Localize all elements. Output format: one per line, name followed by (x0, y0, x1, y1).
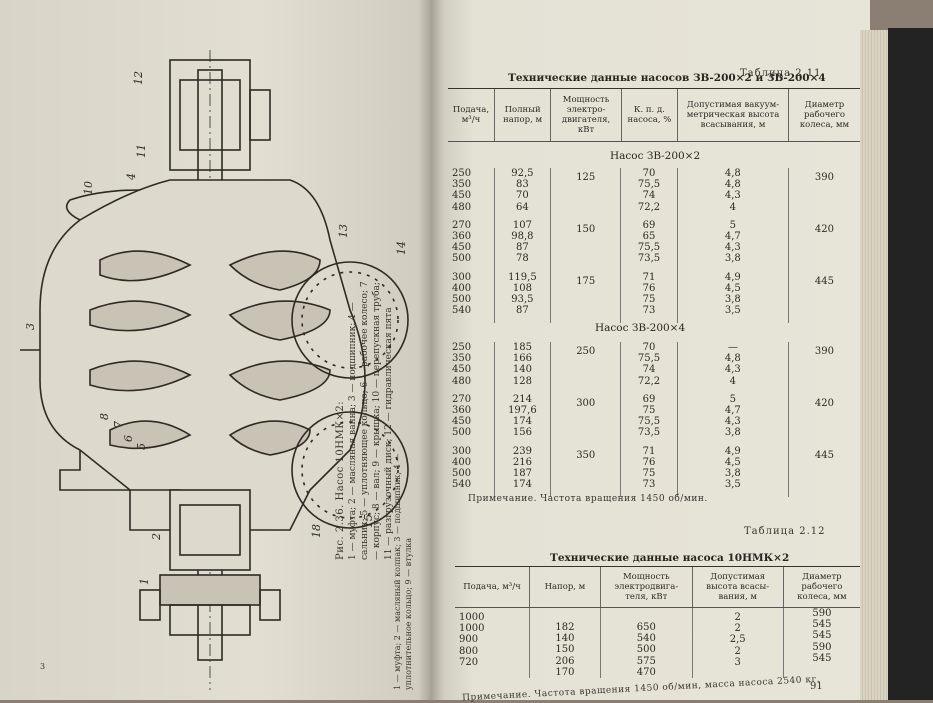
table-cell-p: 175 (550, 271, 621, 324)
table-header: Диаметр рабочего колеса, мм (788, 88, 860, 142)
table-cell-p: 300 (550, 393, 621, 446)
table-cell-q: 270 360 450 500 (452, 219, 472, 265)
table-header: Полный напор, м (493, 88, 551, 142)
table-cell-h: 119,5 108 93,5 87 (493, 271, 551, 324)
table-cell-q: 270 360 450 500 (452, 393, 472, 439)
figure-caption-title: Рис. 2.36. Насос 10НМК×2: (335, 400, 346, 560)
callout-label: 8 (98, 413, 111, 420)
cell-flow: 1000 1000 900 800 720 (459, 612, 485, 668)
table-cell-vac: — 4,8 4,3 4 (676, 342, 789, 394)
table-2-11-label: Таблица 2.11 (740, 68, 822, 79)
table-header: К. п. д. насоса, % (620, 88, 678, 142)
table-cell-eff: 69 75 75,5 73,5 (620, 393, 678, 446)
table-cell-d: 390 (787, 168, 860, 220)
table-header: Напор, м (528, 566, 601, 608)
figure-caption: Рис. 2.36. Насос 10НМК×2: 1 — муфта; 2 —… (335, 270, 395, 560)
table-cell-h: 239 216 187 174 (493, 445, 551, 498)
table-cell-vac: 5 4,7 4,3 3,8 (676, 393, 789, 446)
table-2-12: Подача, м³/ч Напор, м Мощность электродв… (455, 566, 860, 679)
table-header: Мощность электродвига-теля, кВт (599, 566, 693, 608)
callout-label: 6 (122, 435, 135, 442)
callout-label: 18 (310, 524, 323, 538)
table-cell-p: 350 (550, 445, 621, 498)
table-cell-p: 250 (550, 342, 621, 394)
page-number: 91 (810, 681, 823, 692)
table-header: Мощность электро-двигателя, кВт (550, 88, 622, 142)
table-cell-vac: 4,8 4,8 4,3 4 (676, 168, 789, 220)
table-header: Допустимая вакуум-метрическая высота вса… (677, 88, 789, 142)
table-cell-d: 445 (787, 445, 860, 498)
table-cell-vac: 5 4,7 4,3 3,8 (676, 219, 789, 272)
cell-diameter: 590 545 545 590 545 (782, 607, 860, 679)
table-header: Диаметр рабочего колеса, мм (782, 566, 860, 608)
table-cell-eff: 70 75,5 74 72,2 (620, 342, 678, 394)
table-cell-h: 92,5 83 70 64 (493, 168, 551, 220)
callout-label: 13 (337, 224, 350, 238)
page-edges (860, 30, 890, 700)
table-header: Подача, м³/ч (448, 88, 495, 142)
book-spine-shadow (418, 0, 444, 700)
table-cell-q: 250 350 450 480 (452, 168, 472, 213)
table-2-12-title: Технические данные насоса 10НМК×2 (550, 552, 790, 564)
table-2-11: Подача, м³/ч Полный напор, м Мощность эл… (448, 88, 860, 142)
table-cell-p: 150 (550, 219, 621, 272)
table-cell-d: 445 (787, 271, 860, 324)
table-cell-h: 185 166 140 128 (493, 342, 551, 394)
table-cell-vac: 4,9 4,5 3,8 3,5 (676, 271, 789, 324)
group-label-3v-200x4: Насос ЗВ-200×4 (595, 322, 686, 334)
book-cover-edge (888, 28, 933, 700)
callout-label: 14 (395, 241, 408, 255)
table-cell-h: 214 197,6 174 156 (493, 393, 551, 446)
table-cell-p: 125 (550, 168, 621, 220)
callout-label: 7 (112, 421, 125, 428)
callout-label: 5 (135, 443, 148, 450)
table-cell-eff: 71 76 75 73 (620, 271, 678, 324)
table-header: Допустимая высота всасы-вания, м (691, 566, 784, 608)
callout-label: 10 (82, 181, 95, 195)
cell-power: 650 540 500 575 470 (599, 607, 693, 679)
figure-caption-text: 1 — муфта; 2 — масляная ванна; 3 — подши… (348, 281, 394, 560)
pump-cross-section-drawing: 12 4 11 10 3 13 14 8 7 6 5 2 1 18 15 (20, 50, 409, 690)
table-cell-h: 107 98,8 87 78 (493, 219, 551, 272)
callout-label: 11 (135, 144, 148, 158)
table-row: 1000 1000 900 800 720 182 140 150 206 17… (455, 607, 860, 679)
cell-suction: 2 2 2,5 2 3 (691, 607, 784, 679)
table-2-11-note: Примечание. Частота вращения 1450 об/мин… (468, 494, 708, 504)
table-header: Подача, м³/ч (455, 566, 530, 608)
callout-label: 4 (125, 173, 138, 181)
group-label-3v-200x2: Насос ЗВ-200×2 (610, 150, 701, 162)
callout-label: 1 (138, 578, 151, 585)
callout-label: 3 (24, 323, 37, 330)
table-2-12-label: Таблица 2.12 (744, 526, 826, 537)
cell-head: 182 140 150 206 170 (528, 607, 601, 679)
table-cell-d: 420 (787, 393, 860, 446)
table-cell-q: 300 400 500 540 (452, 445, 472, 491)
table-cell-q: 300 400 500 540 (452, 271, 472, 317)
callout-label: 15 (362, 514, 375, 528)
figure-side-note: 1 — муфта; 2 — масляный колпак; 3 — подш… (393, 453, 413, 690)
callout-label: 12 (132, 71, 145, 85)
table-cell-eff: 69 65 75,5 73,5 (620, 219, 678, 272)
table-2-11-title: Технические данные насосов ЗВ-200×2 и ЗВ… (508, 72, 826, 84)
callout-label: 2 (150, 533, 163, 541)
table-cell-q: 250 350 450 480 (452, 342, 472, 387)
table-cell-d: 420 (787, 219, 860, 272)
table-cell-d: 390 (787, 342, 860, 394)
table-cell-eff: 70 75,5 74 72,2 (620, 168, 678, 220)
left-page-mark: 3 (40, 662, 46, 671)
table-cell-vac: 4,9 4,5 3,8 3,5 (676, 445, 789, 498)
table-cell-eff: 71 76 75 73 (620, 445, 678, 498)
